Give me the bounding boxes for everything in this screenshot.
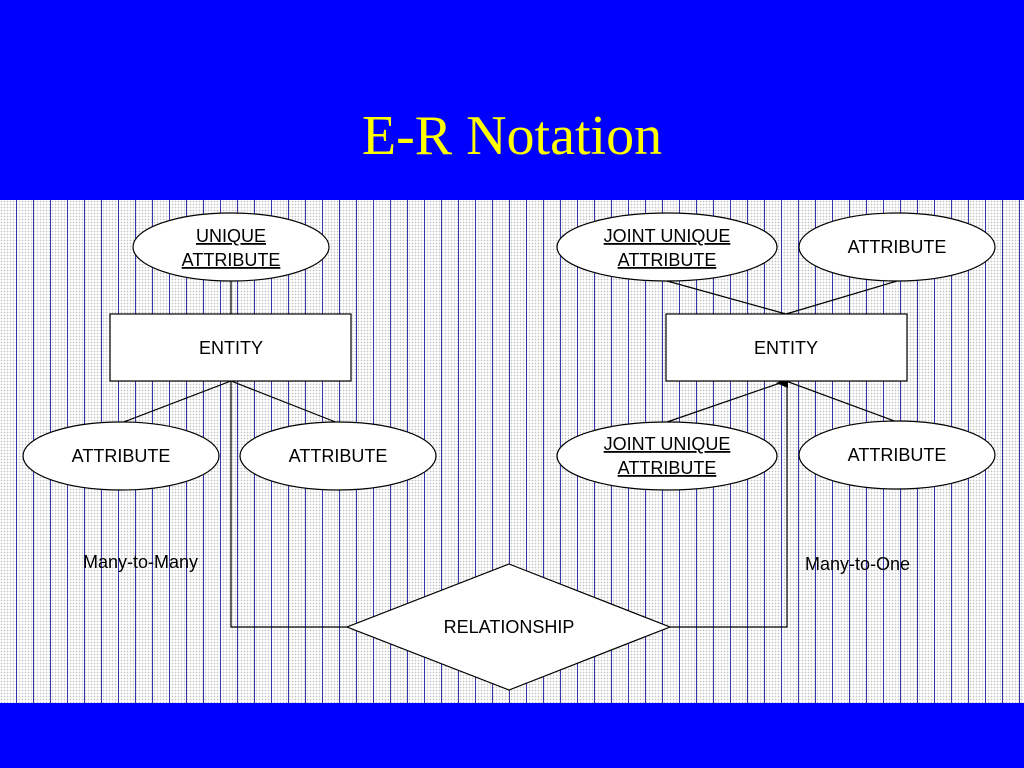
joint-unique-top-line1: JOINT UNIQUE	[604, 226, 731, 246]
relationship-diamond	[345, 563, 672, 691]
unique-attribute-ellipse	[132, 212, 330, 282]
unique-attribute-line1: UNIQUE	[196, 226, 266, 246]
joint-unique-attribute-bottom-ellipse	[556, 421, 778, 491]
title-bar	[0, 0, 1024, 200]
left-attribute-label-1: ATTRIBUTE	[72, 446, 171, 466]
right-attribute-top-ellipse	[798, 212, 996, 282]
slide-title: E-R Notation	[361, 105, 663, 167]
edge-right-entity-attr-bottom	[785, 380, 898, 423]
left-attribute-label-2: ATTRIBUTE	[289, 446, 388, 466]
left-entity-label: ENTITY	[199, 338, 263, 358]
edge-attr-top-right-entity	[785, 280, 898, 315]
right-entity-box	[665, 313, 908, 382]
many-to-one-note: Many-to-One	[805, 554, 910, 574]
joint-unique-top-line2: ATTRIBUTE	[618, 250, 717, 270]
joint-unique-attribute-top-ellipse	[556, 212, 778, 282]
edge-joint-top-right-entity	[666, 280, 787, 315]
edge-right-entity-joint-bottom	[666, 380, 787, 423]
unique-attribute-line2: ATTRIBUTE	[182, 250, 281, 270]
edge-left-entity-attr-right	[230, 380, 339, 424]
edge-left-entity-attr-left	[120, 380, 232, 424]
bottom-bar	[0, 703, 1024, 768]
edge-relationship-right-entity-arrow	[670, 378, 788, 628]
right-attribute-bottom-label: ATTRIBUTE	[848, 445, 947, 465]
left-attribute-ellipse-1	[22, 421, 220, 491]
left-entity-box	[109, 313, 352, 382]
relationship-label: RELATIONSHIP	[444, 617, 575, 637]
right-attribute-bottom-ellipse	[798, 420, 996, 490]
edge-left-entity-relationship	[230, 381, 347, 628]
joint-unique-bottom-line1: JOINT UNIQUE	[604, 434, 731, 454]
right-attribute-top-label: ATTRIBUTE	[848, 237, 947, 257]
left-attribute-ellipse-2	[239, 421, 437, 491]
many-to-many-note: Many-to-Many	[83, 552, 198, 572]
right-entity-label: ENTITY	[754, 338, 818, 358]
joint-unique-bottom-line2: ATTRIBUTE	[618, 458, 717, 478]
